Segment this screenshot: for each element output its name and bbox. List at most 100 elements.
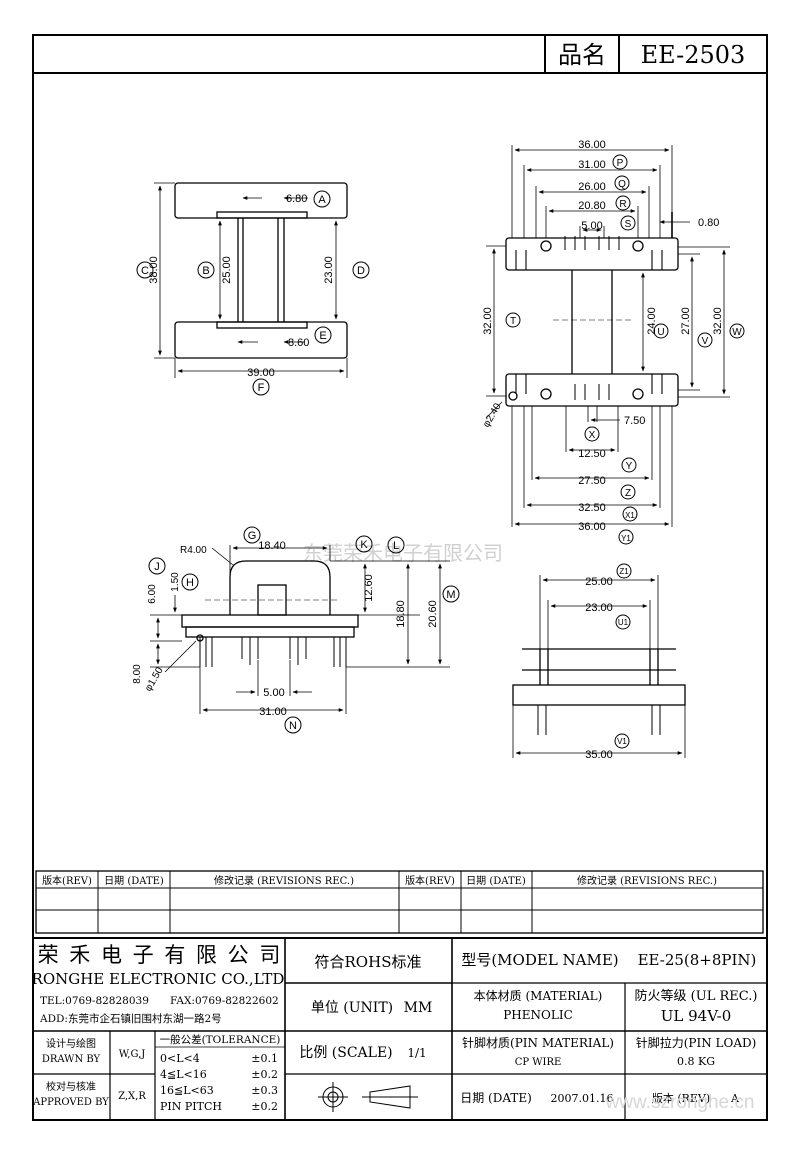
dim-36-00-top: 36.00	[578, 139, 606, 151]
rev-col-rec-1: 修改记录 (REVISIONS REC.)	[214, 874, 354, 887]
balloon-u1: U1	[618, 618, 629, 627]
dim-32-00-left: 32.00	[482, 307, 494, 335]
tol-value-3: ±0.3	[251, 1084, 278, 1097]
watermark-company: 东莞荣禾电子有限公司	[303, 542, 503, 565]
date-value: 2007.01.16	[551, 1092, 614, 1105]
balloon-p: P	[617, 158, 624, 169]
dim-36-00-bottom: 36.00	[578, 521, 606, 533]
dim-31-00-side: 31.00	[259, 706, 287, 718]
dim-20-80: 20.80	[578, 200, 606, 212]
dim-23-00: 23.00	[323, 256, 335, 284]
approved-cn: 校对与核准	[46, 1080, 96, 1093]
dim-r4-00: R4.00	[180, 545, 207, 556]
balloon-g: G	[248, 530, 257, 542]
tol-range-3: 16≦L<63	[160, 1084, 214, 1097]
scale-value: 1/1	[407, 1046, 426, 1060]
tolerance-title: 一般公差(TOLERANCE)	[160, 1033, 281, 1046]
rev-col-date-1: 日期 (DATE)	[104, 875, 164, 887]
rev-col-date-2: 日期 (DATE)	[466, 875, 526, 887]
dim-23-00-bottom: 23.00	[585, 602, 613, 614]
sheet-border	[32, 34, 768, 1121]
dim-0-80: 0.80	[698, 217, 719, 229]
top-view-balloons: A C B D E F	[136, 190, 370, 396]
dim-39-00: 39.00	[247, 367, 275, 379]
balloon-t: T	[510, 316, 516, 327]
pin-material-value: CP WIRE	[515, 1057, 562, 1068]
tol-value-1: ±0.1	[251, 1052, 278, 1065]
revision-table	[35, 870, 764, 934]
top-view-labels: 6.80 38.00 25.00 23.00 8.60 39.00	[148, 193, 335, 379]
tol-range-1: 0<L<4	[160, 1052, 200, 1065]
balloon-h: H	[186, 577, 194, 589]
revision-headers: 版本(REV) 日期 (DATE) 修改记录 (REVISIONS REC.) …	[42, 874, 717, 887]
dim-35-00: 35.00	[585, 749, 613, 761]
scale-label: 比例 (SCALE)	[299, 1045, 392, 1061]
balloon-w: W	[732, 327, 742, 338]
company-fax: FAX:0769-82822602	[170, 995, 279, 1007]
projection-symbol-icon	[318, 1082, 418, 1112]
date-label: 日期 (DATE)	[460, 1091, 532, 1105]
watermark-url: www.szronghe.cn	[605, 1092, 755, 1113]
balloon-x: X	[589, 430, 596, 441]
pin-material-label: 针脚材质(PIN MATERIAL)	[462, 1035, 614, 1050]
front-view-balloons: P Q R S T U V W X Y Z X1 Y1	[505, 154, 745, 545]
bottom-view-labels: 25.00 23.00 35.00	[585, 576, 613, 761]
tol-range-4: PIN PITCH	[160, 1100, 222, 1113]
dim-26-00: 26.00	[578, 181, 606, 193]
side-view-balloons: G K L J H M N	[148, 526, 460, 734]
approved-value: Z,X,R	[118, 1091, 146, 1102]
balloon-z1: Z1	[619, 567, 629, 576]
dim-25-00-bottom: 25.00	[585, 576, 613, 588]
balloon-v1: V1	[617, 737, 627, 746]
balloon-f: F	[258, 382, 265, 394]
dim-12-50: 12.50	[578, 448, 606, 460]
company-addr: ADD:东莞市企石镇旧围村东湖一路2号	[39, 1012, 222, 1025]
balloon-j: J	[154, 561, 160, 573]
dim-38-00: 38.00	[148, 256, 160, 284]
material-value: PHENOLIC	[503, 1008, 573, 1022]
balloon-a: A	[318, 194, 326, 206]
balloon-d: D	[357, 265, 365, 277]
title-block-lines	[33, 937, 767, 1120]
dim-6-00: 6.00	[147, 584, 158, 604]
rohs-label: 符合ROHS标准	[315, 953, 422, 971]
balloon-y1: Y1	[621, 534, 631, 543]
bottom-view	[512, 575, 686, 758]
rev-col-rev-1: 版本(REV)	[42, 874, 92, 887]
drawn-value: W,G,J	[119, 1049, 146, 1060]
balloon-v: V	[702, 336, 709, 347]
dim-dia-2-40: φ2.40	[481, 401, 504, 429]
side-view-labels: 18.40 R4.00 1.50 6.00 12.60 18.80 20.60 …	[132, 540, 439, 718]
bottom-view-balloons: Z1 U1 V1	[614, 563, 632, 749]
dim-31-00-top: 31.00	[578, 159, 606, 171]
header-name-label: 品名	[558, 41, 606, 69]
unit-value: MM	[404, 1000, 433, 1016]
balloon-r: R	[619, 199, 626, 210]
dim-32-50: 32.50	[578, 502, 606, 514]
front-view-labels: 36.00 31.00 26.00 20.80 5.00 0.80 32.00 …	[481, 139, 724, 533]
balloon-q: Q	[618, 179, 626, 190]
balloon-k: K	[360, 539, 368, 551]
rev-label: 版本 (REV)	[652, 1091, 710, 1105]
tol-range-2: 4≦L<16	[160, 1068, 207, 1081]
dim-7-50: 7.50	[624, 415, 645, 427]
top-view	[154, 182, 348, 378]
rev-col-rec-2: 修改记录 (REVISIONS REC.)	[577, 874, 717, 887]
unit-label: 单位 (UNIT)	[311, 1000, 393, 1016]
balloon-b: B	[202, 265, 209, 277]
dim-27-00: 27.00	[680, 307, 692, 335]
front-view	[485, 145, 730, 527]
dim-8-60: 8.60	[288, 337, 309, 349]
dim-5-00-side: 5.00	[263, 687, 284, 699]
fire-value: UL 94V-0	[661, 1007, 732, 1025]
approved-en: APPROVED BY	[32, 1097, 109, 1108]
balloon-m: M	[446, 589, 455, 601]
drawn-cn: 设计与绘图	[46, 1037, 96, 1050]
balloon-z: Z	[625, 488, 631, 499]
drawn-en: DRAWN BY	[42, 1054, 101, 1065]
balloon-u: U	[657, 327, 664, 338]
balloon-s: S	[625, 219, 632, 230]
rev-value: A	[730, 1092, 740, 1105]
dim-dia-1-50: φ1.50	[143, 665, 166, 693]
